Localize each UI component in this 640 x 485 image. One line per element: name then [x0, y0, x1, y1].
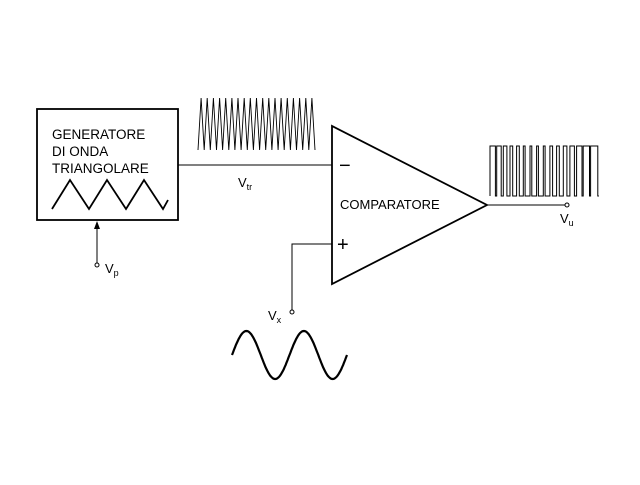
comparator-plus-sign: + — [337, 234, 349, 256]
vx-label: Vx — [268, 308, 282, 325]
vx-terminal — [289, 309, 295, 315]
vu-label: Vu — [560, 211, 574, 228]
vp-terminal — [94, 262, 100, 268]
generator-label-line2: DI ONDA — [52, 144, 108, 159]
vtr-triangle-waveform-icon — [197, 97, 316, 151]
vu-pwm-waveform-icon — [489, 145, 599, 197]
vx-wire — [291, 243, 332, 310]
comparator-label: COMPARATORE — [340, 197, 440, 212]
vtr-label: Vtr — [238, 175, 252, 192]
vp-label: Vp — [105, 261, 119, 278]
vp-arrow-head — [94, 221, 100, 229]
comparator-minus-sign: − — [339, 155, 351, 177]
generator-label-line3: TRIANGOLARE — [52, 161, 149, 176]
generator-triangle-wave-icon — [51, 178, 169, 211]
vu-terminal — [564, 202, 570, 208]
vx-sine-waveform-icon — [230, 329, 349, 381]
generator-label-line1: GENERATORE — [52, 127, 145, 142]
comparator-block — [331, 124, 489, 286]
